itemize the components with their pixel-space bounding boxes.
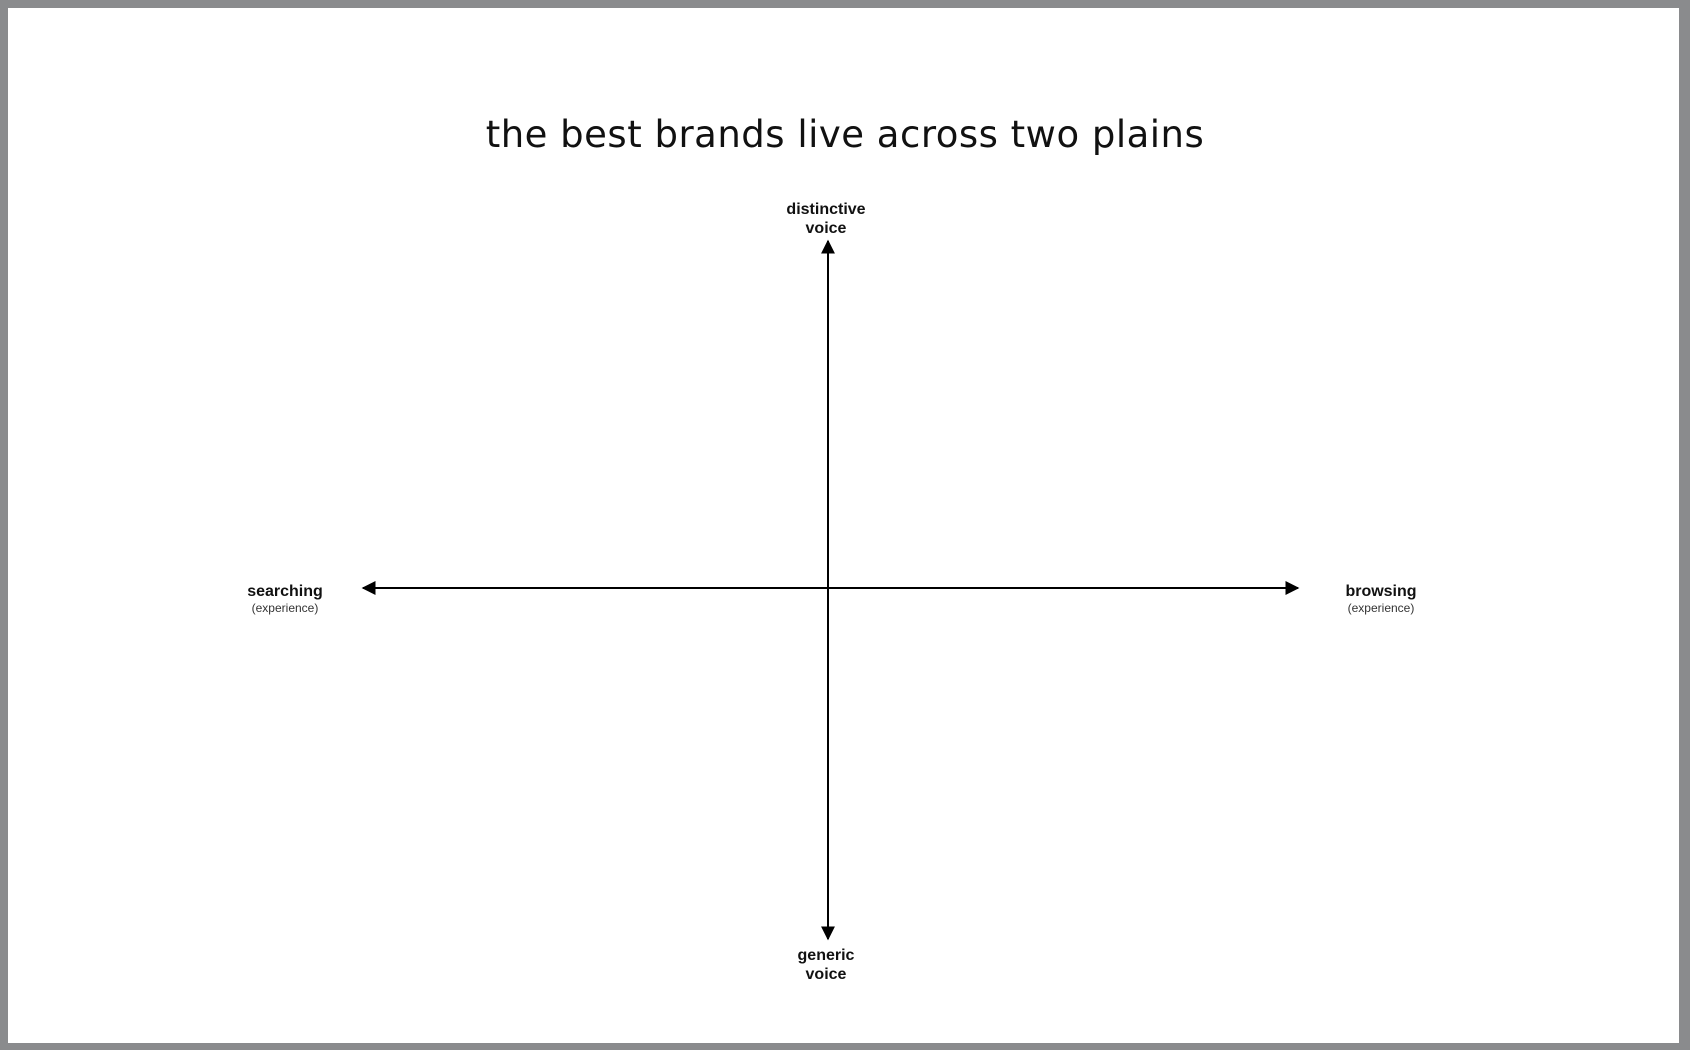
axis-label-left-sub: (experience) [251,601,319,615]
diagram-title: the best brands live across two plains [485,113,1205,156]
axis-label-left-main: searching [247,583,323,600]
slide-canvas [8,8,1679,1043]
axis-label-right-sub: (experience) [1347,601,1415,615]
axis-label-bottom: generic voice [766,946,886,984]
axis-label-top: distinctive voice [766,200,886,238]
axis-label-right: browsing (experience) [1321,582,1441,615]
axis-label-bottom-line1: generic [797,947,855,964]
axis-label-right-main: browsing [1345,583,1417,600]
axis-label-bottom-line2: voice [805,966,847,983]
axis-label-top-line1: distinctive [786,201,866,218]
axis-label-top-line2: voice [805,220,847,237]
axis-label-left: searching (experience) [225,582,345,615]
